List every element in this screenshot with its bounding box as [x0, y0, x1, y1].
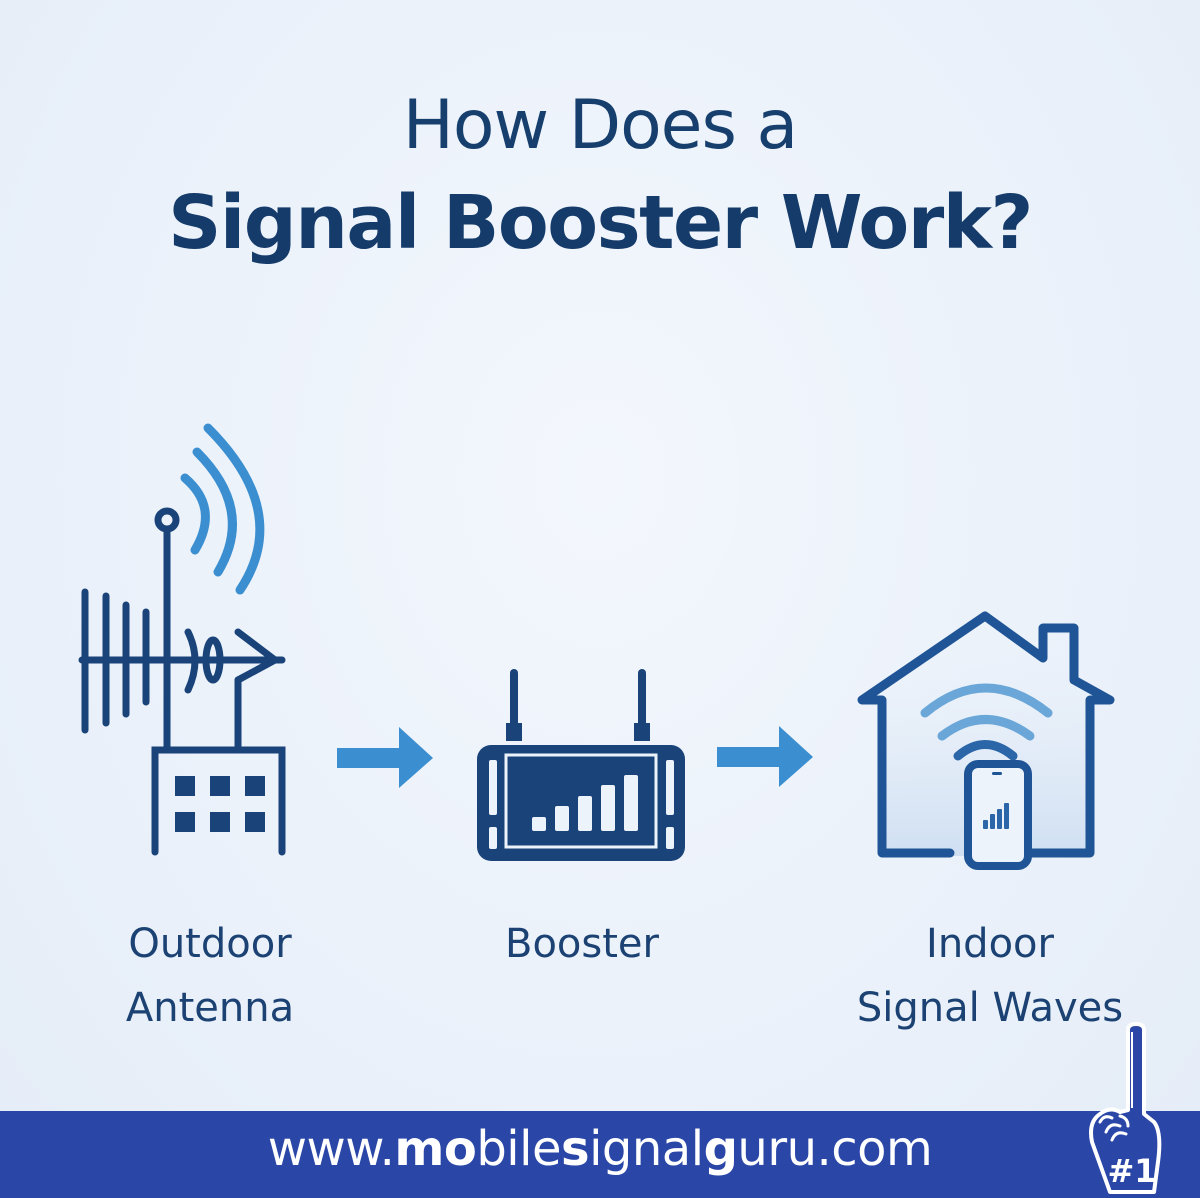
footer-bar	[0, 1111, 1200, 1198]
label-line: Outdoor	[128, 921, 292, 967]
outdoor-antenna-icon	[78, 423, 286, 856]
url-part: bile	[476, 1121, 561, 1177]
url-part: mo	[394, 1121, 477, 1177]
badge-text: #1	[1107, 1152, 1156, 1190]
url-part: www.	[267, 1121, 395, 1177]
title-line-2: Signal Booster Work?	[168, 180, 1033, 266]
website-url-link[interactable]: www.mobilesignalguru.com	[0, 1121, 1200, 1177]
step-label-indoor-signal: Indoor Signal Waves	[830, 912, 1150, 1040]
booster-device-icon	[477, 669, 685, 861]
title-line-1: How Does a	[402, 86, 798, 165]
label-line: Antenna	[125, 985, 295, 1031]
arrow-right-icon	[337, 727, 433, 788]
url-part: uru.com	[737, 1121, 933, 1177]
url-part: s	[561, 1121, 590, 1177]
foam-finger-icon: #1	[1089, 1022, 1162, 1194]
arrow-right-icon	[717, 726, 813, 787]
label-line: Booster	[505, 921, 659, 967]
label-line: Signal Waves	[856, 985, 1124, 1031]
url-part: ignal	[589, 1121, 704, 1177]
step-label-outdoor-antenna: Outdoor Antenna	[90, 912, 330, 1040]
url-part: g	[703, 1121, 738, 1177]
step-label-booster: Booster	[462, 912, 702, 976]
label-line: Indoor	[926, 921, 1054, 967]
house-signal-icon	[857, 611, 1115, 870]
